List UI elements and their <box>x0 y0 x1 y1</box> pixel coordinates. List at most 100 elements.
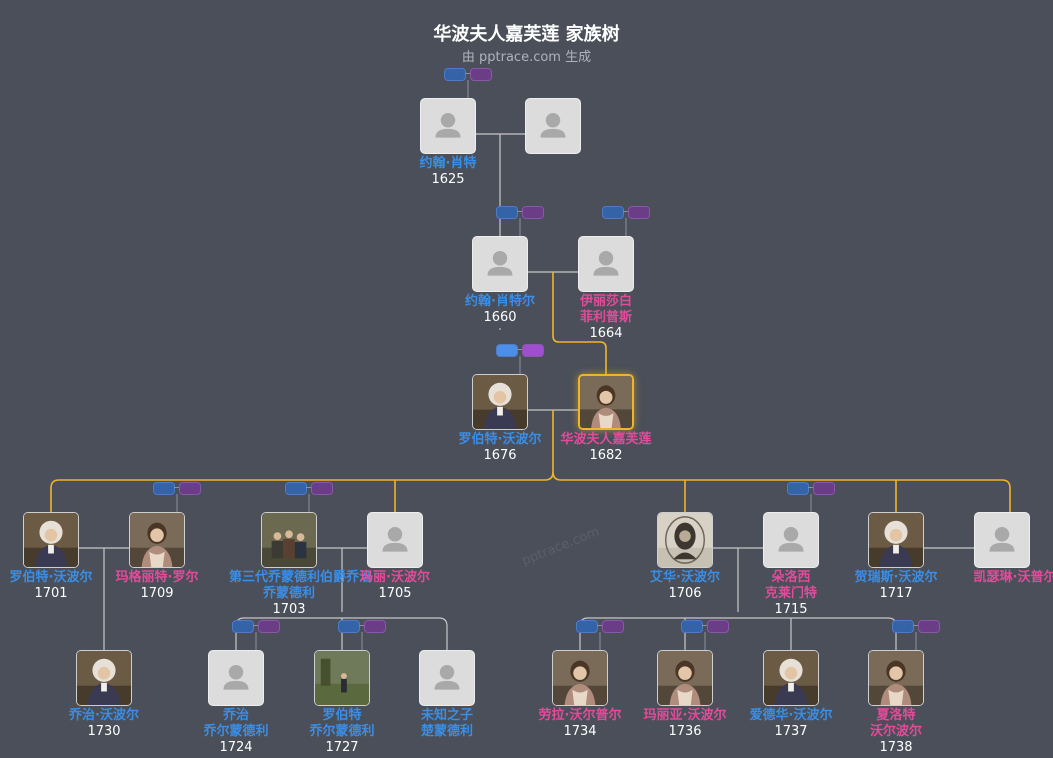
person-name-george-cholmondeley[interactable]: 第三代乔蒙德利伯爵乔治乔蒙德利 <box>229 570 372 602</box>
expand-father-toggle[interactable] <box>602 206 624 219</box>
person-name-margaret-rolle[interactable]: 玛格丽特·罗尔 <box>97 570 217 586</box>
person-birth-year-george-cholmondeley-jr: 1724 <box>219 740 253 755</box>
person-card-mary-walpole[interactable] <box>367 512 423 568</box>
person-name-line: 凯瑟琳·沃普尔 <box>973 570 1053 585</box>
person-name-line: 玛丽亚·沃波尔 <box>643 708 727 723</box>
expand-father-toggle[interactable] <box>892 620 914 633</box>
expand-toggle-group <box>232 620 282 633</box>
person-name-catherine-walpole[interactable]: 华波夫人嘉芙莲 <box>546 432 666 448</box>
portrait-group-icon <box>262 513 316 567</box>
person-birth-year-catherine-walpole: 1682 <box>589 448 623 463</box>
person-card-robert-walpole-1676[interactable] <box>472 374 528 430</box>
person-birth-year-edward-walpole: 1706 <box>668 586 702 601</box>
person-birth-year-maria-walpole: 1736 <box>668 724 702 739</box>
person-name-edward-walpole-1737[interactable]: 爱德华·沃波尔 <box>731 708 851 724</box>
person-silhouette-icon <box>435 112 461 138</box>
expand-toggle-group <box>681 620 731 633</box>
portrait-woman-icon <box>580 376 632 428</box>
person-card-george-cholmondeley[interactable] <box>261 512 317 568</box>
expand-father-toggle[interactable] <box>681 620 703 633</box>
person-name-line: 罗伯特·沃波尔 <box>458 432 542 447</box>
person-name-line: 艾华·沃波尔 <box>650 570 720 585</box>
person-name-katherine-walpole[interactable]: 凯瑟琳·沃普尔 <box>955 570 1053 586</box>
person-name-george-cholmondeley-jr[interactable]: 乔治乔尔蒙德利 <box>176 708 296 740</box>
person-card-dorothy-clement[interactable] <box>763 512 819 568</box>
person-birth-year-john-shorter: 1625 <box>431 172 465 187</box>
descent-edward <box>579 548 897 650</box>
person-card-unknown-child[interactable] <box>419 650 475 706</box>
person-name-line: 劳拉·沃尔普尔 <box>538 708 622 723</box>
person-name-laura-walpole[interactable]: 劳拉·沃尔普尔 <box>520 708 640 724</box>
person-card-john-shorter-jr[interactable] <box>472 236 528 292</box>
person-card-edward-walpole[interactable] <box>657 512 713 568</box>
expand-mother-toggle[interactable] <box>311 482 333 495</box>
person-birth-year-elizabeth-philipps: 1664 <box>589 326 623 341</box>
expand-father-toggle[interactable] <box>444 68 466 81</box>
page-subtitle: 由 pptrace.com 生成 <box>461 50 592 65</box>
person-name-line: 克莱门特 <box>764 586 817 601</box>
person-name-robert-cholmondeley[interactable]: 罗伯特乔尔蒙德利 <box>282 708 402 740</box>
person-name-unknown-child[interactable]: 未知之子楚蒙德利 <box>387 708 507 740</box>
person-name-maria-walpole[interactable]: 玛丽亚·沃波尔 <box>625 708 745 724</box>
person-silhouette-icon <box>382 526 408 552</box>
person-card-george-walpole[interactable] <box>76 650 132 706</box>
person-name-dorothy-clement[interactable]: 朵洛西克莱门特 <box>731 570 851 602</box>
person-card-john-shorter[interactable] <box>420 98 476 154</box>
expand-father-toggle[interactable] <box>576 620 598 633</box>
person-card-katherine-walpole[interactable] <box>974 512 1030 568</box>
expand-father-toggle[interactable] <box>232 620 254 633</box>
expand-mother-toggle[interactable] <box>258 620 280 633</box>
expand-toggle-group <box>285 482 335 495</box>
person-name-elizabeth-philipps[interactable]: 伊丽莎白菲利普斯 <box>546 294 666 326</box>
person-name-john-shorter[interactable]: 约翰·肖特 <box>388 156 508 172</box>
expand-mother-toggle[interactable] <box>179 482 201 495</box>
expand-father-toggle[interactable] <box>285 482 307 495</box>
person-name-robert-walpole-1701[interactable]: 罗伯特·沃波尔 <box>0 570 111 586</box>
person-birth-year-dorothy-clement: 1715 <box>774 602 808 617</box>
expand-mother-toggle[interactable] <box>813 482 835 495</box>
descent-gen2-direct <box>552 272 607 374</box>
person-card-catherine-walpole[interactable] <box>578 374 634 430</box>
toggle-connector <box>623 211 628 212</box>
person-card-robert-cholmondeley[interactable] <box>314 650 370 706</box>
expand-father-toggle[interactable] <box>153 482 175 495</box>
person-card-robert-walpole-1701[interactable] <box>23 512 79 568</box>
person-name-george-walpole[interactable]: 乔治·沃波尔 <box>44 708 164 724</box>
person-name-line: 乔治·沃波尔 <box>69 708 139 723</box>
person-silhouette-icon <box>223 664 249 690</box>
person-card-john-shorter-spouse[interactable] <box>525 98 581 154</box>
person-card-laura-walpole[interactable] <box>552 650 608 706</box>
person-card-george-cholmondeley-jr[interactable] <box>208 650 264 706</box>
person-birth-year-margaret-rolle: 1709 <box>140 586 174 601</box>
portrait-man-icon <box>77 651 131 705</box>
person-card-maria-walpole[interactable] <box>657 650 713 706</box>
person-birth-year-horace-walpole: 1717 <box>879 586 913 601</box>
expand-father-toggle[interactable] <box>338 620 360 633</box>
person-name-mary-walpole[interactable]: 玛丽·沃波尔 <box>335 570 455 586</box>
expand-mother-toggle[interactable] <box>707 620 729 633</box>
person-name-edward-walpole[interactable]: 艾华·沃波尔 <box>625 570 745 586</box>
person-silhouette-icon <box>989 526 1015 552</box>
person-name-john-shorter-jr[interactable]: 约翰·肖特尔 <box>440 294 560 310</box>
expand-toggle-group <box>787 482 837 495</box>
expand-mother-toggle[interactable] <box>364 620 386 633</box>
expand-mother-toggle[interactable] <box>918 620 940 633</box>
expand-father-toggle[interactable] <box>787 482 809 495</box>
person-card-charlotte-walpole[interactable] <box>868 650 924 706</box>
person-card-elizabeth-philipps[interactable] <box>578 236 634 292</box>
person-card-margaret-rolle[interactable] <box>129 512 185 568</box>
expand-mother-toggle[interactable] <box>602 620 624 633</box>
person-name-horace-walpole[interactable]: 贺瑞斯·沃波尔 <box>836 570 956 586</box>
expand-mother-toggle[interactable] <box>628 206 650 219</box>
person-name-line: 夏洛特 <box>876 708 916 723</box>
expand-father-toggle[interactable] <box>496 344 518 357</box>
person-card-horace-walpole[interactable] <box>868 512 924 568</box>
expand-mother-toggle[interactable] <box>470 68 492 81</box>
person-card-edward-walpole-1737[interactable] <box>763 650 819 706</box>
expand-mother-toggle[interactable] <box>522 344 544 357</box>
expand-father-toggle[interactable] <box>496 206 518 219</box>
person-name-robert-walpole-1676[interactable]: 罗伯特·沃波尔 <box>440 432 560 448</box>
expand-mother-toggle[interactable] <box>522 206 544 219</box>
person-name-charlotte-walpole[interactable]: 夏洛特沃尔波尔 <box>836 708 956 740</box>
